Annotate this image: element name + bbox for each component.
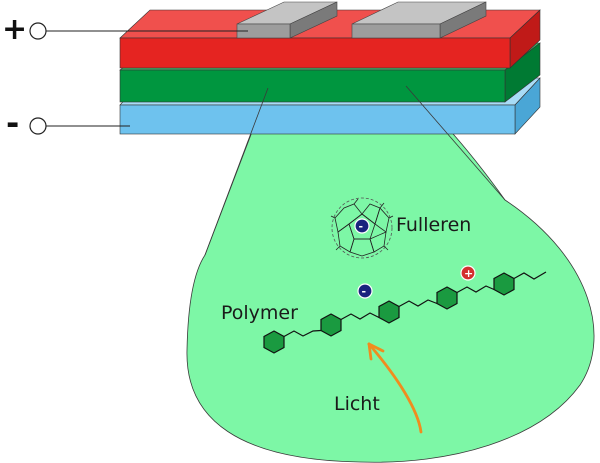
zoom-line-left	[204, 87, 269, 256]
negative-sign: -	[6, 104, 19, 142]
polymer-hexagon	[320, 313, 342, 337]
polymer-hexagon	[436, 286, 458, 310]
svg-text:+: +	[464, 267, 473, 280]
polymer-hexagon	[493, 272, 515, 296]
zoom-bubble	[186, 87, 595, 463]
electron-near-polymer: -	[357, 283, 373, 299]
positive-sign: +	[2, 12, 27, 47]
polymer-hexagon	[378, 300, 400, 324]
negative-terminal: -	[6, 104, 130, 142]
electron-in-fullerene: -	[354, 218, 370, 234]
hole-on-polymer: +	[460, 265, 476, 281]
fullerene-molecule-icon	[330, 197, 394, 259]
polymer-hexagon	[263, 330, 285, 354]
polymer-chain	[263, 271, 547, 354]
fullerene-label: Fulleren	[396, 214, 471, 236]
electrode-strip-2	[351, 1, 487, 39]
svg-text:-: -	[362, 285, 367, 298]
zoom-line-right	[405, 85, 506, 201]
electrode-strip-1	[236, 1, 338, 39]
polymer-label: Polymer	[221, 302, 298, 324]
positive-terminal: +	[2, 12, 248, 47]
light-label: Licht	[334, 393, 380, 415]
svg-text:-: -	[359, 220, 364, 233]
light-arrow-icon	[367, 342, 423, 434]
